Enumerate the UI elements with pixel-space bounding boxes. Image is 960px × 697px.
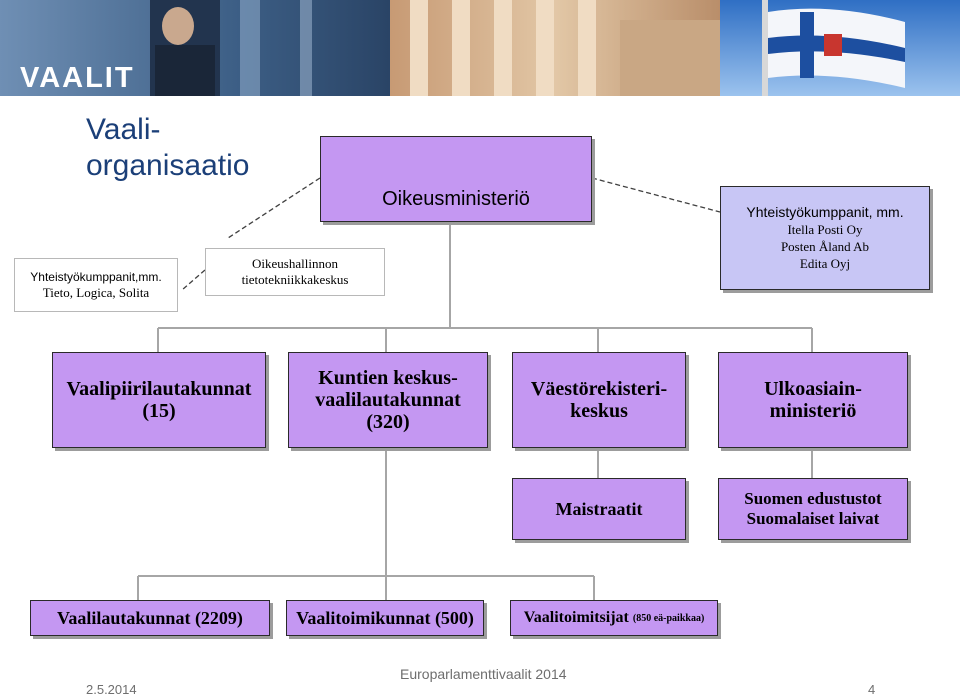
municipal-line2: vaalilautakunnat (315, 389, 461, 411)
partners-left-box: Yhteistyökumppanit,mm. Tieto, Logica, So… (14, 258, 178, 312)
partners-left-line1: Yhteistyökumppanit,mm. (30, 270, 162, 284)
commissions-label: Vaalitoimikunnat (500) (296, 607, 474, 628)
districts-line2: (15) (142, 400, 176, 422)
population-line1: Väestörekisteri- (530, 378, 668, 400)
partners-right-item: Posten Åland Ab (780, 239, 870, 254)
page-title: Vaali- organisaatio (86, 112, 249, 184)
it-center-line1: Oikeushallinnon (252, 256, 338, 271)
missions-line1: Suomen edustustot (744, 489, 882, 508)
municipal-box: Kuntien keskus- vaalilautakunnat (320) (288, 352, 488, 448)
boards-box: Vaalilautakunnat (2209) (30, 600, 270, 636)
districts-line1: Vaalipiirilautakunnat (66, 378, 252, 400)
officials-note: (850 eä-paikkaa) (632, 612, 705, 624)
banner-image (0, 0, 960, 96)
missions-line2: Suomalaiset laivat (746, 509, 880, 528)
partners-right-item: Edita Oyj (799, 256, 851, 271)
municipal-line1: Kuntien keskus- (318, 367, 458, 389)
it-center-box: Oikeushallinnon tietotekniikkakeskus (205, 248, 385, 296)
officials-box: Vaalitoimitsijat (850 eä-paikkaa) (510, 600, 718, 636)
foreign-box: Ulkoasiain- ministeriö (718, 352, 908, 448)
missions-box: Suomen edustustot Suomalaiset laivat (718, 478, 908, 540)
footer-page-number: 4 (868, 682, 876, 697)
foreign-line2: ministeriö (769, 400, 857, 422)
it-center-line2: tietotekniikkakeskus (241, 272, 349, 287)
magistrates-label: Maistraatit (555, 498, 643, 519)
boards-label: Vaalilautakunnat (2209) (57, 607, 243, 628)
page-title-line1: Vaali- (86, 113, 161, 146)
partners-right-heading: Yhteistyökumppanit, mm. (746, 204, 904, 220)
municipal-line3: (320) (366, 411, 410, 433)
magistrates-box: Maistraatit (512, 478, 686, 540)
footer-event: Europarlamenttivaalit 2014 (400, 666, 567, 682)
population-line2: keskus (570, 400, 628, 422)
footer-date: 2.5.2014 (86, 682, 137, 697)
partners-right-item: Itella Posti Oy (787, 222, 863, 237)
ministry-box: Oikeusministeriö (320, 136, 592, 222)
districts-box: Vaalipiirilautakunnat (15) (52, 352, 266, 448)
partners-left-line2: Tieto, Logica, Solita (42, 285, 150, 300)
ministry-label: Oikeusministeriö (382, 187, 530, 210)
population-box: Väestörekisteri- keskus (512, 352, 686, 448)
commissions-box: Vaalitoimikunnat (500) (286, 600, 484, 636)
foreign-line1: Ulkoasiain- (764, 378, 862, 400)
officials-label: Vaalitoimitsijat (523, 609, 629, 626)
page-title-line2: organisaatio (86, 149, 250, 182)
partners-right-box: Yhteistyökumppanit, mm. Itella Posti Oy … (720, 186, 930, 290)
header-banner: VAALIT (0, 0, 960, 96)
logo-text: VAALIT (20, 62, 135, 94)
